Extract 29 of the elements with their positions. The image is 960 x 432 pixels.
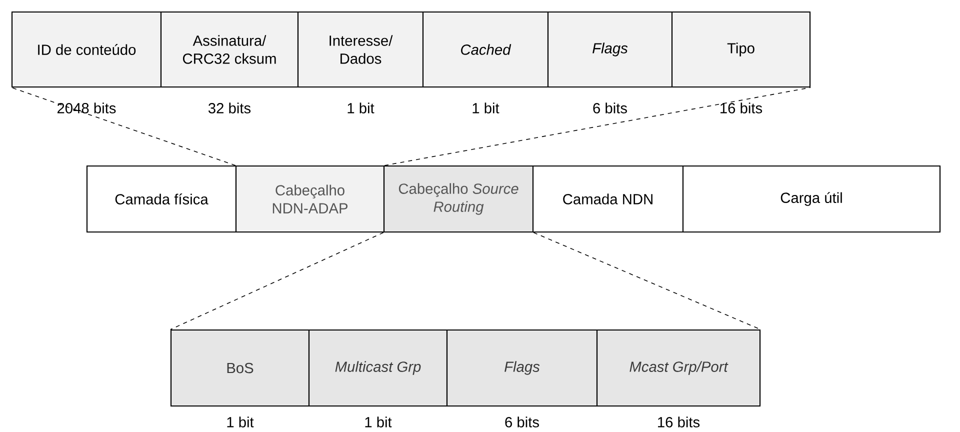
field-cell: Camada NDN [532, 165, 684, 233]
field-cell: Cabeçalho NDN-ADAP [235, 165, 385, 233]
field-cell: Mcast Grp/Port [596, 329, 761, 407]
bit-size-label: 16 bits [718, 101, 764, 115]
bit-size-label: 6 bits [591, 101, 629, 115]
field-cell: Flags [446, 329, 598, 407]
field-cell: Cached [422, 11, 549, 88]
bit-size-label: 1 bit [224, 415, 256, 429]
zoom-line [533, 232, 761, 330]
bit-size-label: 1 bit [470, 101, 501, 115]
field-cell: Tipo [671, 11, 811, 88]
zoom-line [170, 232, 384, 330]
bit-size-label: 16 bits [656, 415, 702, 429]
field-cell: Camada física [86, 165, 237, 233]
field-cell: BoS [170, 329, 310, 407]
bit-size-label: 32 bits [206, 101, 252, 115]
bit-size-label: 1 bit [362, 415, 394, 429]
zoom-line [11, 87, 236, 166]
field-cell: Multicast Grp [308, 329, 448, 407]
field-cell: Cabeçalho Source Routing [383, 165, 534, 233]
zoom-line [384, 87, 811, 166]
bit-size-label: 2048 bits [55, 101, 118, 115]
field-cell: ID de conteúdo [11, 11, 162, 88]
bit-size-label: 6 bits [503, 415, 541, 429]
field-cell: Carga útil [682, 165, 941, 233]
field-cell: Interesse/ Dados [297, 11, 424, 88]
field-cell: Flags [547, 11, 673, 88]
field-cell: Assinatura/ CRC32 cksum [160, 11, 299, 88]
bit-size-label: 1 bit [345, 101, 376, 115]
